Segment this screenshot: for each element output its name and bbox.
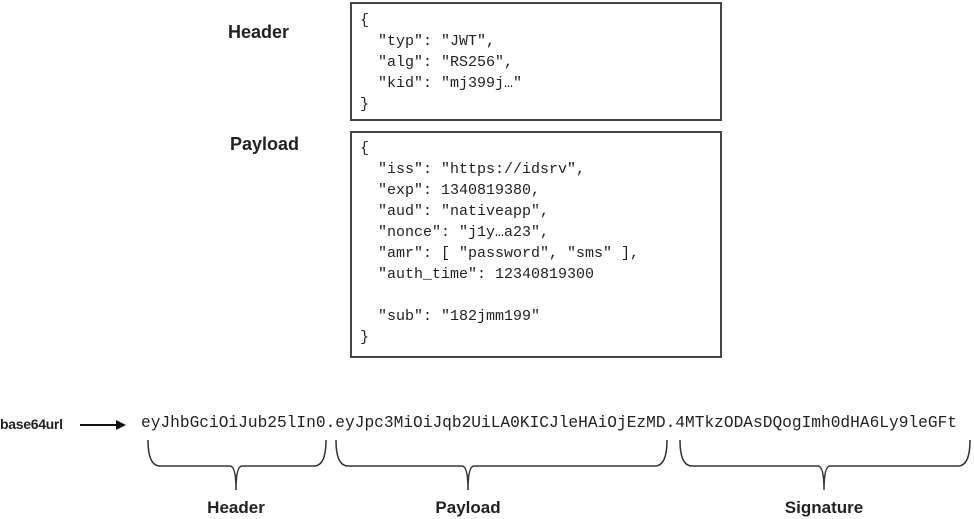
token-payload-part: eyJpc3MiOiJqb2UiLA0KICJleHAiOjEzMD [335,414,666,432]
header-section-label: Header [228,22,290,42]
header-json-code: { "typ": "JWT", "alg": "RS256", "kid": "… [360,10,522,115]
code-line: "amr": [ "password", "sms" ], [360,245,640,262]
token-separator: . [665,414,676,432]
code-line: "auth_time": 12340819300 [360,266,595,283]
token-signature-part: 4MTkzODAsDQogImh0dHA6Ly9leGFt [675,414,958,432]
code-line: "exp": 1340819380, [360,182,541,199]
header-json-box: { "typ": "JWT", "alg": "RS256", "kid": "… [350,2,722,121]
payload-section-label: Payload [230,134,300,154]
code-line: "aud": "nativeapp", [360,203,550,220]
code-line: "alg": "RS256", [360,54,514,71]
code-line: { [360,140,370,157]
token-header-part: eyJhbGciOiJub25lIn0 [141,414,326,432]
signature-brace [679,439,971,491]
code-line: "typ": "JWT", [360,33,496,50]
payload-json-code: { "iss": "https://idsrv", "exp": 1340819… [360,138,639,348]
code-line: } [360,329,370,346]
payload-json-box: { "iss": "https://idsrv", "exp": 1340819… [350,131,722,358]
code-line: "sub": "182jmm199" [360,308,541,325]
base64url-label: base64url [0,416,63,432]
token-separator: . [325,414,336,432]
signature-brace-label: Signature [784,498,864,517]
payload-brace [335,439,668,491]
arrow-icon [80,420,126,430]
payload-brace-label: Payload [435,498,501,517]
code-line: "nonce": "j1y…a23", [360,224,550,241]
code-line: "kid": "mj399j…" [360,75,523,92]
header-brace-label: Header [207,498,265,517]
encoded-token: eyJhbGciOiJub25lIn0.eyJpc3MiOiJqb2UiLA0K… [141,414,957,432]
code-line: { [360,12,370,29]
code-line: } [360,96,370,113]
code-line: "iss": "https://idsrv", [360,161,586,178]
header-brace [147,439,327,491]
